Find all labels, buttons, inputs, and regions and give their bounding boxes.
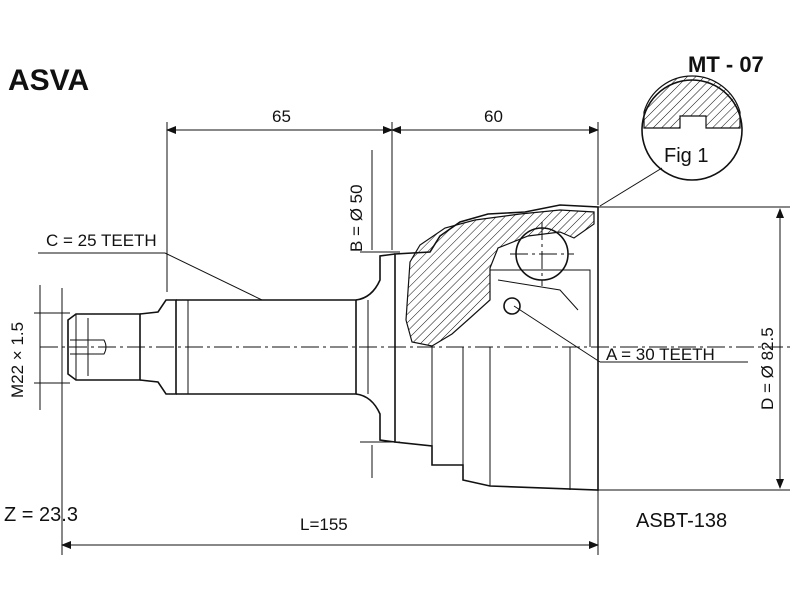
outer-diameter-dimension: D = Ø 82.5: [598, 206, 790, 491]
thread-label: M22 × 1.5: [8, 322, 27, 398]
z-value: Z = 23.3: [4, 504, 78, 526]
abs-ring-code: ASBT-138: [636, 510, 727, 532]
brand-logo: ASVA: [8, 64, 89, 97]
fig-1-detail: Fig 1: [599, 75, 743, 207]
thread-dimension: M22 × 1.5: [8, 285, 70, 410]
outer-spline-callout: C = 25 TEETH: [38, 231, 263, 301]
inner-spline-label: A = 30 TEETH: [606, 345, 715, 364]
dimension-65-label: 65: [272, 107, 291, 126]
total-length-label: L=155: [300, 515, 348, 534]
part-code: MT - 07: [688, 52, 764, 77]
bell-housing: [394, 204, 599, 491]
fig-1-label: Fig 1: [664, 145, 708, 167]
outer-diameter-label: D = Ø 82.5: [758, 327, 777, 410]
dimension-65: 65: [166, 107, 393, 292]
inner-race-ring: [503, 297, 521, 315]
inner-spline-callout: A = 30 TEETH: [513, 305, 748, 364]
bore-label: B = Ø 50: [347, 184, 366, 252]
bore-dimension: B = Ø 50: [347, 150, 400, 478]
shaft: [67, 253, 396, 443]
dimension-60-label: 60: [484, 107, 503, 126]
outer-spline-label: C = 25 TEETH: [46, 231, 157, 250]
total-length-dimension: L=155: [61, 288, 599, 555]
dimension-60: 60: [391, 107, 599, 205]
